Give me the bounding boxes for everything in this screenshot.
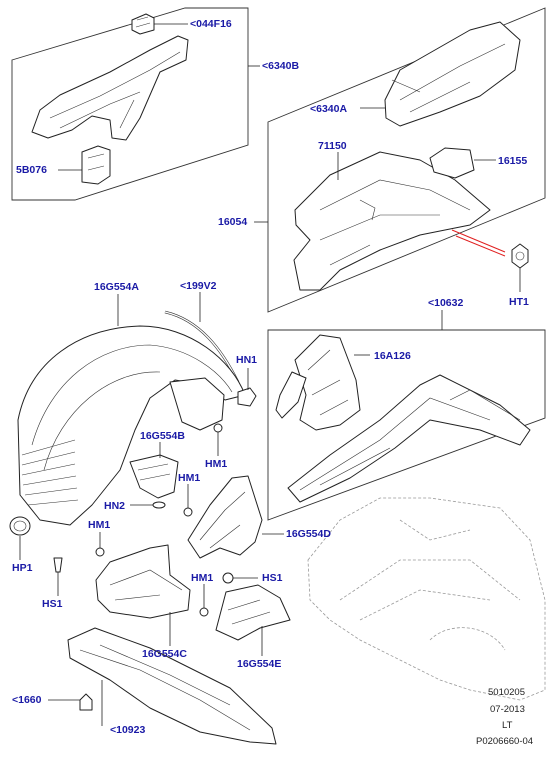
- liner-16G554E: [215, 584, 291, 641]
- callout-10632[interactable]: <10632: [428, 297, 464, 309]
- liner-16G554A: [17, 325, 246, 526]
- diagram-date: 07-2013: [490, 704, 525, 715]
- callout-6340A[interactable]: <6340A: [310, 103, 348, 115]
- clip-044F16: [131, 13, 155, 35]
- liner-16G554B: [129, 454, 179, 499]
- callout-10923[interactable]: <10923: [110, 724, 146, 736]
- crossmember-10923: [67, 627, 277, 745]
- callout-HM1-b[interactable]: HM1: [178, 472, 201, 484]
- vehicle-ghost-outline: [307, 497, 546, 701]
- group-box-mid-right: [267, 329, 546, 521]
- rail-6340A: [384, 21, 521, 127]
- callout-6340B[interactable]: <6340B: [262, 60, 300, 72]
- callout-HS1-b[interactable]: HS1: [262, 572, 283, 584]
- bracket-5B076: [81, 145, 111, 185]
- plug-HP1: [9, 516, 31, 536]
- bolt-1660: [79, 693, 93, 711]
- leader-lines: [19, 23, 521, 726]
- callout-HS1-a[interactable]: HS1: [42, 598, 63, 610]
- diagram-side: LT: [502, 720, 513, 731]
- fastener-HT1: [511, 243, 529, 269]
- reinforcement-6340B: [31, 35, 189, 141]
- diagram-ref: P0206660-04: [476, 736, 534, 747]
- callout-HN2[interactable]: HN2: [104, 500, 126, 512]
- callout-HM1-d[interactable]: HM1: [191, 572, 214, 584]
- callout-HM1-c[interactable]: HM1: [88, 519, 111, 531]
- liner-16G554D: [187, 475, 263, 559]
- reinforcement-16A126: [275, 334, 361, 431]
- callout-HP1[interactable]: HP1: [12, 562, 33, 574]
- callout-16G554C[interactable]: 16G554C: [142, 648, 187, 660]
- callout-16G554D[interactable]: 16G554D: [286, 528, 331, 540]
- rail-10632: [287, 374, 531, 503]
- callout-16G554E[interactable]: 16G554E: [237, 658, 282, 670]
- callout-16155[interactable]: 16155: [498, 155, 528, 167]
- fastener-HN2: [152, 501, 166, 509]
- fastener-HM1-b: [183, 507, 193, 517]
- fastener-HN1: [237, 387, 257, 407]
- apron-71150: [293, 151, 491, 291]
- locator-line-2: [455, 235, 506, 257]
- diagram-code: 5010205: [488, 687, 525, 698]
- callout-71150[interactable]: 71150: [318, 140, 347, 152]
- liner-grille: [21, 439, 79, 506]
- callout-044F16[interactable]: <044F16: [190, 18, 232, 30]
- fastener-HS1-b: [222, 572, 234, 584]
- callout-16G554A[interactable]: 16G554A: [94, 281, 139, 293]
- callout-5B076[interactable]: 5B076: [16, 164, 47, 176]
- liner-16G554C: [95, 544, 191, 619]
- callout-16A126[interactable]: 16A126: [374, 350, 411, 362]
- group-box-upper-left: [11, 7, 249, 201]
- fastener-HM1-a: [213, 423, 223, 433]
- callout-HM1-a[interactable]: HM1: [205, 458, 228, 470]
- bracket-16155: [429, 147, 475, 179]
- fastener-HM1-d: [199, 607, 209, 617]
- callout-199V2[interactable]: <199V2: [180, 280, 217, 292]
- callout-1660[interactable]: <1660: [12, 694, 42, 706]
- locator-line: [451, 229, 506, 253]
- callout-HN1[interactable]: HN1: [236, 354, 258, 366]
- fastener-HS1-a: [53, 557, 63, 573]
- callout-16G554B[interactable]: 16G554B: [140, 430, 185, 442]
- callout-16054[interactable]: 16054: [218, 216, 248, 228]
- fastener-HM1-c: [95, 547, 105, 557]
- callout-HT1[interactable]: HT1: [509, 296, 529, 308]
